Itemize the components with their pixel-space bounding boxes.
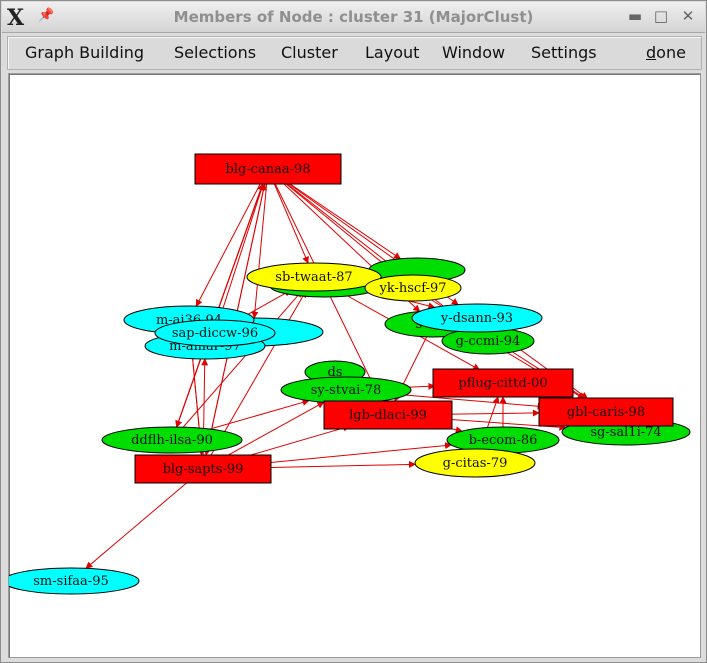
graph-node[interactable]: sb-twaat-87	[246, 262, 382, 292]
node-shape[interactable]	[411, 303, 543, 333]
minimize-icon[interactable]: ▬	[627, 7, 643, 25]
node-label: ds	[328, 365, 343, 380]
node-label: g-ccmi-94	[456, 334, 521, 349]
node-label: sg-sal1i-74	[590, 425, 661, 440]
title-bar[interactable]: X 📌 Members of Node : cluster 31 (MajorC…	[2, 2, 705, 33]
node-label: sm-sifaa-95	[33, 574, 108, 589]
node-shape[interactable]	[9, 567, 140, 595]
graph-node[interactable]: yk-hscf-97	[364, 274, 462, 302]
node-shape[interactable]	[101, 426, 243, 454]
graph-edge	[175, 345, 206, 428]
graph-edge	[171, 290, 303, 441]
graph-node[interactable]: sy-stvai-78	[280, 376, 412, 404]
graph-node[interactable]: sap-diccw-96	[154, 319, 276, 347]
graph-edge	[267, 168, 399, 277]
node-label: ddflh-ilsa-90	[131, 433, 213, 448]
menu-cluster[interactable]: Cluster	[281, 43, 338, 62]
graph-node[interactable]: sm-sifaa-95	[9, 567, 140, 595]
node-shape[interactable]	[432, 368, 574, 398]
graph-edge	[251, 168, 269, 319]
done-label-rest: one	[656, 43, 686, 62]
node-label: yk-hscf-97	[379, 281, 447, 296]
graph-node[interactable]: blg-canaa-98	[194, 153, 342, 185]
menu-selections[interactable]: Selections	[174, 43, 257, 62]
window-title: Members of Node : cluster 31 (MajorClust…	[173, 8, 534, 26]
maximize-icon[interactable]: □	[653, 7, 669, 25]
graph-edge	[195, 168, 269, 307]
graph-edge	[217, 168, 269, 321]
node-shape[interactable]	[246, 262, 382, 292]
node-label: blg-sapts-99	[163, 462, 244, 477]
done-button[interactable]: done	[646, 43, 686, 62]
node-label: b-ecom-86	[469, 433, 538, 448]
node-label: sb-twaat-87	[275, 270, 352, 285]
node-label: y-dsann-93	[440, 311, 513, 326]
node-shape[interactable]	[194, 153, 342, 185]
graph-edge	[267, 168, 309, 264]
graph-node[interactable]: g-ccmi-94	[441, 327, 535, 355]
node-shape[interactable]	[134, 454, 272, 484]
node-label: blg-canaa-98	[225, 162, 310, 177]
node-label: sap-diccw-96	[172, 326, 258, 341]
graph-node[interactable]: gbl-caris-98	[538, 397, 674, 427]
graph-node[interactable]: pflug-cittd-00	[432, 368, 574, 398]
node-label: sy-stvai-78	[311, 383, 382, 398]
menu-graph-building[interactable]: Graph Building	[25, 43, 145, 62]
nodes-layer: s-ahadsm-ai36-94m-amar-97sap-diccw-96sb-…	[9, 153, 691, 595]
menu-bar: Graph Building Selections Cluster Layout…	[7, 36, 702, 70]
close-icon[interactable]: ✕	[681, 7, 695, 25]
pin-icon[interactable]: 📌	[38, 8, 55, 23]
menu-layout[interactable]: Layout	[365, 43, 420, 62]
graph-edge	[201, 358, 209, 470]
graph-canvas[interactable]: s-ahadsm-ai36-94m-amar-97sap-diccw-96sb-…	[8, 73, 701, 658]
node-shape[interactable]	[364, 274, 462, 302]
graph-node[interactable]: g-citas-79	[414, 448, 536, 478]
graph-node[interactable]: y-dsann-93	[411, 303, 543, 333]
x-logo-icon[interactable]: X	[7, 5, 25, 31]
graph-svg[interactable]: s-ahadsm-ai36-94m-amar-97sap-diccw-96sb-…	[9, 74, 700, 657]
node-shape[interactable]	[154, 319, 276, 347]
node-label: pflug-cittd-00	[458, 376, 547, 391]
node-shape[interactable]	[323, 400, 453, 430]
graph-edge	[267, 168, 473, 330]
graph-edge	[85, 468, 204, 569]
node-label: g-citas-79	[443, 456, 508, 471]
graph-node[interactable]: ddflh-ilsa-90	[101, 426, 243, 454]
graph-node[interactable]: b-ecom-86	[446, 426, 560, 454]
graph-node[interactable]: blg-sapts-99	[134, 454, 272, 484]
node-shape[interactable]	[414, 448, 536, 478]
graph-node[interactable]: lgb-dlaci-99	[323, 400, 453, 430]
node-label: gbl-caris-98	[567, 405, 645, 420]
done-mnemonic: d	[646, 43, 657, 62]
node-shape[interactable]	[538, 397, 674, 427]
node-label: lgb-dlaci-99	[349, 408, 427, 423]
menu-window[interactable]: Window	[442, 43, 506, 62]
menu-settings[interactable]: Settings	[531, 43, 597, 62]
